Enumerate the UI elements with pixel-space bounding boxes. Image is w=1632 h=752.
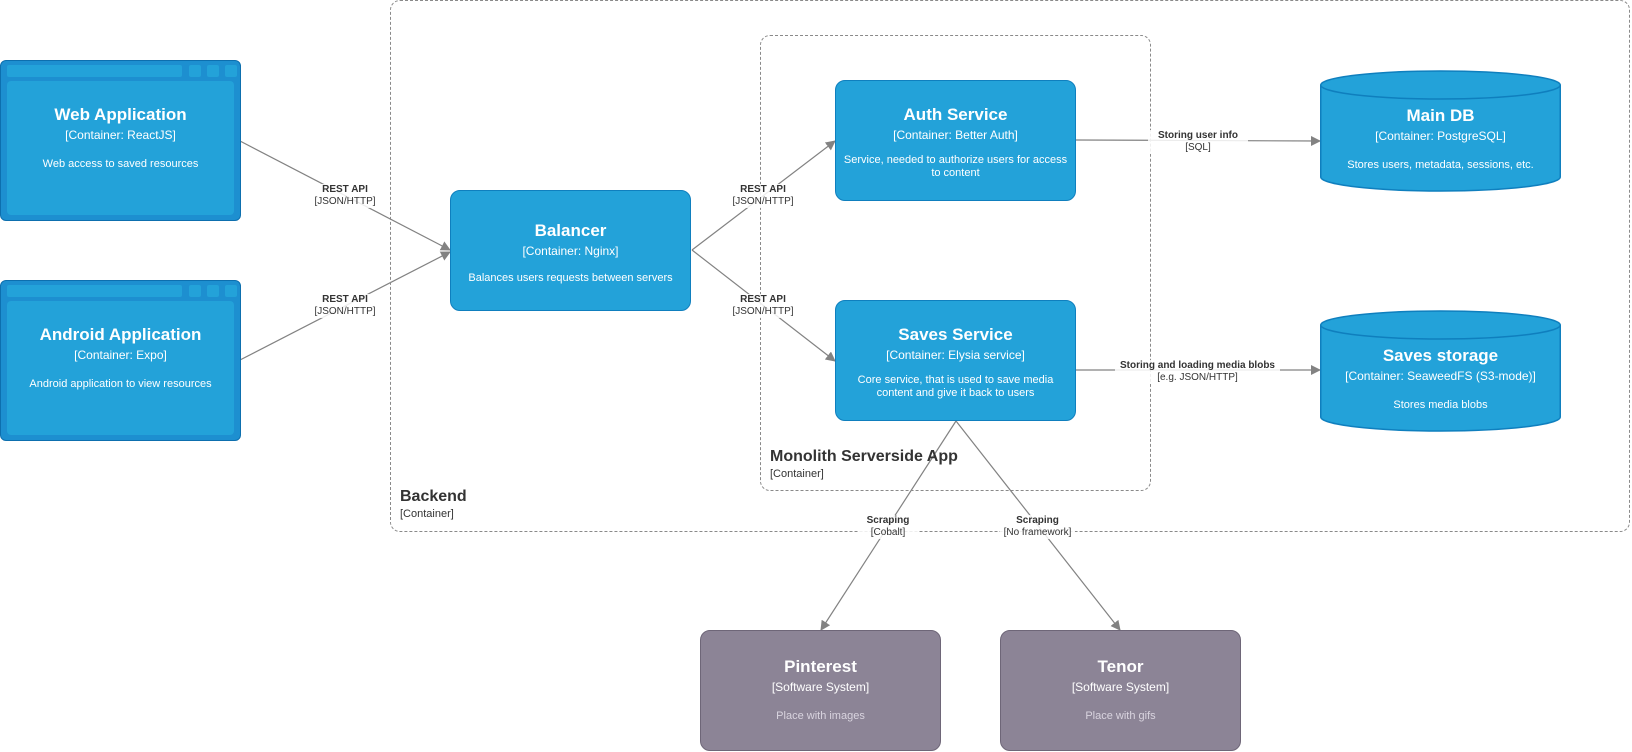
web-application-node[interactable]: Web Application [Container: ReactJS] Web… (0, 60, 241, 221)
node-tech: [Container: Nginx] (522, 244, 619, 258)
node-name: Main DB (1406, 106, 1475, 125)
node-description: Service, needed to authorize users for a… (843, 154, 1068, 179)
tenor-node[interactable]: Tenor [Software System] Place with gifs (1000, 630, 1241, 751)
backend-boundary-type: [Container] (400, 508, 454, 520)
database-icon (1320, 310, 1561, 432)
relation-label-android-to-balancer: REST API [JSON/HTTP] (305, 294, 385, 318)
auth-service-node[interactable]: Auth Service [Container: Better Auth] Se… (835, 80, 1076, 201)
node-name: Balancer (534, 221, 607, 240)
node-tech: [Software System] (771, 680, 870, 694)
monolith-boundary-type: [Container] (770, 468, 824, 480)
node-name: Saves Service (898, 325, 1013, 344)
relation-label-saves-to-pinterest: Scraping [Cobalt] (858, 515, 918, 539)
node-description: Android application to view resources (29, 378, 212, 390)
node-description: Balances users requests between servers (468, 272, 673, 284)
node-tech: [Software System] (1071, 680, 1170, 694)
node-description: Place with gifs (1085, 710, 1156, 722)
node-tech: [Container: Expo] (74, 348, 167, 362)
window-titlebar (7, 65, 237, 77)
relation-label-auth-to-maindb: Storing user info [SQL] (1148, 130, 1248, 154)
node-description: Stores media blobs (1393, 399, 1488, 411)
saves-storage-node[interactable]: Saves storage [Container: SeaweedFS (S3-… (1320, 310, 1561, 432)
node-tech: [Container: Better Auth] (893, 128, 1018, 142)
monolith-boundary (760, 35, 1151, 491)
node-description: Core service, that is used to save media… (857, 374, 1054, 399)
node-tech: [Container: PostgreSQL] (1375, 129, 1506, 143)
node-name: Pinterest (784, 657, 857, 676)
database-icon (1320, 70, 1561, 192)
node-name: Saves storage (1382, 346, 1499, 365)
window-titlebar (7, 285, 237, 297)
relation-label-saves-to-tenor: Scraping [No framework] (1000, 515, 1075, 539)
pinterest-node[interactable]: Pinterest [Software System] Place with i… (700, 630, 941, 751)
main-db-node[interactable]: Main DB [Container: PostgreSQL] Stores u… (1320, 70, 1561, 192)
backend-boundary-title: Backend (400, 488, 467, 505)
node-description: Web access to saved resources (42, 158, 199, 170)
android-application-node[interactable]: Android Application [Container: Expo] An… (0, 280, 241, 441)
saves-service-node[interactable]: Saves Service [Container: Elysia service… (835, 300, 1076, 421)
monolith-boundary-title: Monolith Serverside App (770, 448, 958, 465)
balancer-node[interactable]: Balancer [Container: Nginx] Balances use… (450, 190, 691, 311)
node-name: Web Application (54, 105, 187, 124)
relation-label-saves-to-storage: Storing and loading media blobs [e.g. JS… (1115, 360, 1280, 384)
node-tech: [Container: Elysia service] (886, 348, 1025, 362)
node-name: Auth Service (903, 105, 1008, 124)
node-name: Tenor (1097, 657, 1144, 676)
relation-label-balancer-to-auth: REST API [JSON/HTTP] (723, 184, 803, 208)
node-tech: [Container: SeaweedFS (S3-mode)] (1345, 369, 1536, 383)
node-name: Android Application (39, 325, 202, 344)
relation-label-web-to-balancer: REST API [JSON/HTTP] (305, 184, 385, 208)
node-tech: [Container: ReactJS] (65, 128, 176, 142)
node-description: Place with images (776, 710, 865, 722)
node-description: Stores users, metadata, sessions, etc. (1347, 159, 1534, 171)
relation-label-balancer-to-saves: REST API [JSON/HTTP] (723, 294, 803, 318)
